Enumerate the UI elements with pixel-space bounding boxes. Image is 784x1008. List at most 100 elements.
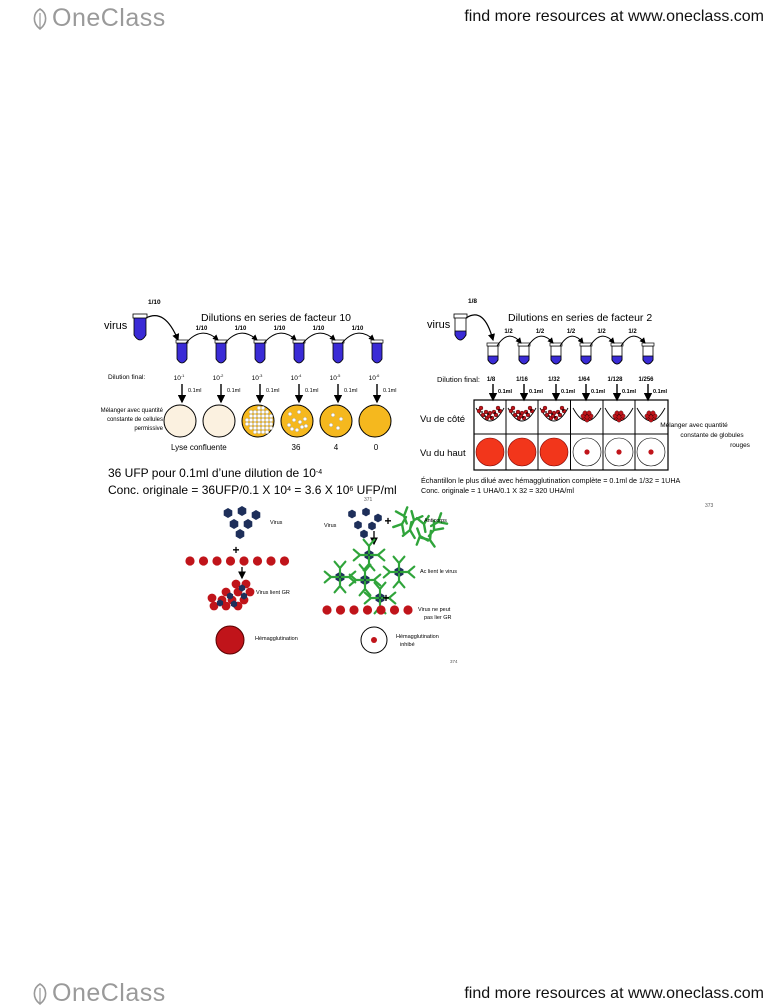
plaque — [249, 414, 253, 418]
oneclass-logo[interactable]: OneClass — [30, 4, 166, 33]
dilution-value: 1/64 — [578, 377, 590, 383]
dilution-final-label-right: Dilution final: — [437, 375, 480, 384]
red-cell-row-right — [322, 605, 413, 615]
dilution-tube — [175, 339, 189, 364]
plaque — [257, 422, 261, 426]
virus-particle — [522, 416, 524, 418]
plaque-count-4: 4 — [334, 443, 339, 452]
dilution-value: 10-2 — [213, 373, 225, 382]
transfer-arrow — [589, 335, 615, 347]
red-cell — [646, 410, 652, 416]
inhibited-line-1: Hémagglutination — [396, 634, 439, 640]
virus-particle — [558, 412, 560, 414]
plaque — [295, 428, 299, 432]
red-cell — [486, 413, 492, 419]
virus-particle — [487, 413, 489, 415]
plate-disc — [280, 404, 314, 438]
plaque — [261, 406, 265, 410]
dilution-value: 10-4 — [291, 373, 303, 382]
dilution-tubes-right — [486, 342, 655, 365]
caption-line-1: Échantillon le plus dilué avec hémagglut… — [421, 476, 681, 485]
virus-particle — [240, 592, 248, 600]
antibody — [401, 520, 416, 540]
culture-plate — [163, 404, 197, 438]
red-cell — [582, 410, 588, 416]
header-tagline[interactable]: find more resources at www.oneclass.com — [464, 8, 764, 25]
transfer-arrow — [559, 335, 584, 347]
red-cell — [322, 605, 332, 615]
oneclass-logo-footer[interactable]: OneClass — [30, 979, 166, 1008]
virus-particle — [394, 566, 404, 578]
volume-label: 0.1ml — [383, 388, 396, 394]
plaque — [257, 418, 261, 422]
plaque — [249, 410, 253, 414]
red-cell — [512, 412, 518, 418]
transfer-arrow — [185, 332, 219, 344]
plaque — [265, 410, 269, 414]
red-cell — [542, 405, 548, 411]
leaf-icon — [33, 982, 47, 1005]
first-transfer-arrow — [145, 315, 180, 342]
plaque-count-0: 0 — [374, 443, 379, 452]
page-number-373: 373 — [705, 503, 714, 509]
plaque — [253, 422, 257, 426]
well-top-agglutinated — [507, 437, 537, 467]
plaque — [265, 414, 269, 418]
ab-bind-label: Ac lient le virus — [420, 569, 457, 575]
calc-line-1: 36 UFP pour 0.1ml d’une dilution de 10-4 — [108, 466, 322, 480]
antibody — [362, 538, 376, 555]
plate-disc — [358, 404, 392, 438]
red-cell — [476, 408, 482, 414]
red-cell — [495, 405, 501, 411]
virus-particle — [362, 507, 370, 517]
step-label: 1/2 — [628, 329, 637, 335]
virus-red-cell-clump — [207, 579, 255, 611]
antibody — [392, 572, 406, 589]
transfer-arrow — [263, 332, 297, 344]
plaque — [290, 427, 294, 431]
virus-particle — [519, 413, 521, 415]
step-label: 1/2 — [536, 329, 545, 335]
plaque-count-36: 36 — [292, 443, 301, 452]
plaque — [261, 430, 265, 434]
virus-label-right: Virus — [324, 523, 337, 529]
plaque — [257, 410, 261, 414]
side-view-label: Vu de côté — [420, 414, 465, 425]
volume-label: 0.1ml — [653, 389, 668, 395]
red-cell — [508, 408, 514, 414]
virus-particle — [545, 411, 547, 413]
mix-label-line-2: constante de cellules — [107, 417, 163, 423]
virus-particle — [513, 411, 515, 413]
dilution-panel-factor-2: virus 1/8 Dilutions en series de facteur… — [420, 298, 751, 509]
footer-tagline[interactable]: find more resources at www.oneclass.com — [464, 985, 764, 1002]
virus-particle — [335, 571, 345, 583]
plate-disc — [163, 404, 197, 438]
transfer-arrow — [496, 335, 522, 347]
plaque — [249, 418, 253, 422]
mix-label-right-2: constante de globules — [680, 432, 744, 439]
volume-label: 0.1ml — [591, 389, 606, 395]
pellet-dot — [584, 449, 590, 455]
dilution-value: 1/16 — [516, 377, 528, 383]
antibody — [348, 573, 365, 587]
pellet-dot — [616, 449, 622, 455]
virus-particle — [354, 520, 362, 530]
step-label: 1/10 — [352, 326, 364, 332]
antibody-bound-virus — [323, 538, 416, 615]
step-label: 1/10 — [235, 326, 247, 332]
antibody — [380, 591, 397, 605]
red-cell — [349, 605, 359, 615]
red-cell — [185, 556, 195, 566]
virus-particle — [360, 529, 368, 539]
plaque — [300, 425, 304, 429]
red-cell — [650, 410, 656, 416]
volume-label: 0.1ml — [227, 388, 240, 394]
plaque — [265, 418, 269, 422]
source-tube-right — [453, 313, 468, 341]
well — [507, 405, 537, 467]
red-cell — [389, 605, 400, 615]
red-cell — [618, 410, 624, 416]
culture-plate — [241, 404, 275, 438]
